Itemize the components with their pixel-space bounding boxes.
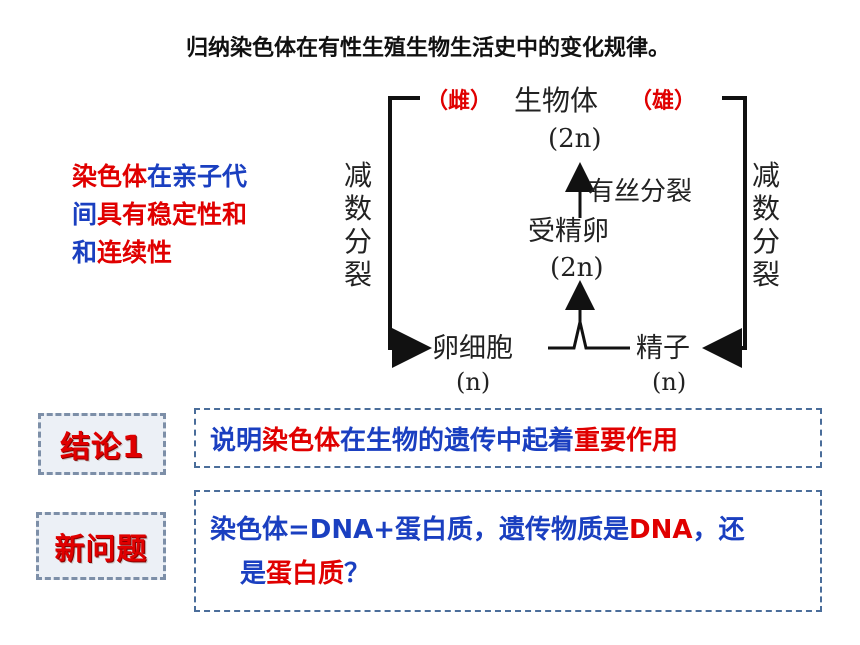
left-meiosis-line xyxy=(388,96,432,368)
new-question-tag: 新问题 xyxy=(36,512,166,580)
meiosis-left-char-3: 分 xyxy=(344,225,372,258)
meiosis-left-char-4: 裂 xyxy=(344,258,372,291)
organism-label: 生物体 xyxy=(514,84,598,117)
sperm-label: 精子 xyxy=(636,333,690,364)
meiosis-right-char-4: 裂 xyxy=(752,258,780,291)
male-label: （雄） xyxy=(630,89,696,114)
meiosis-right-char-1: 减 xyxy=(752,159,780,192)
meiosis-right-char-2: 数 xyxy=(752,192,780,225)
page-title: 归纳染色体在有性生殖生物生活史中的变化规律。 xyxy=(186,36,671,61)
right-meiosis-line xyxy=(702,96,747,368)
female-label: （雌） xyxy=(426,88,492,114)
conclusion-tag: 结论1 xyxy=(38,413,166,475)
fertilization-lines xyxy=(548,321,630,350)
stability-note: 染色体在亲子代 间具有稳定性和 和连续性 xyxy=(72,162,248,267)
meiosis-left-char-2: 数 xyxy=(344,192,372,225)
sperm-ploidy: (n) xyxy=(652,368,686,396)
new-question-box: 染色体=DNA+蛋白质，遗传物质是DNA，还 是蛋白质？ xyxy=(194,490,822,612)
meiosis-right-char-3: 分 xyxy=(752,225,780,258)
meiosis-left-char-1: 减 xyxy=(344,159,372,192)
mitosis-label: 有丝分裂 xyxy=(588,177,692,207)
egg-label: 卵细胞 xyxy=(432,333,513,364)
conclusion-box: 说明染色体在生物的遗传中起着重要作用 xyxy=(194,408,822,468)
life-cycle-diagram: （雌） 生物体 （雄） (2n) 有丝分裂 受精卵 (2n) 减 数 分 裂 减… xyxy=(344,84,780,396)
egg-ploidy: (n) xyxy=(456,368,490,396)
zygote-label: 受精卵 xyxy=(528,216,609,247)
zygote-ploidy: (2n) xyxy=(550,253,604,283)
organism-ploidy: (2n) xyxy=(548,124,602,154)
